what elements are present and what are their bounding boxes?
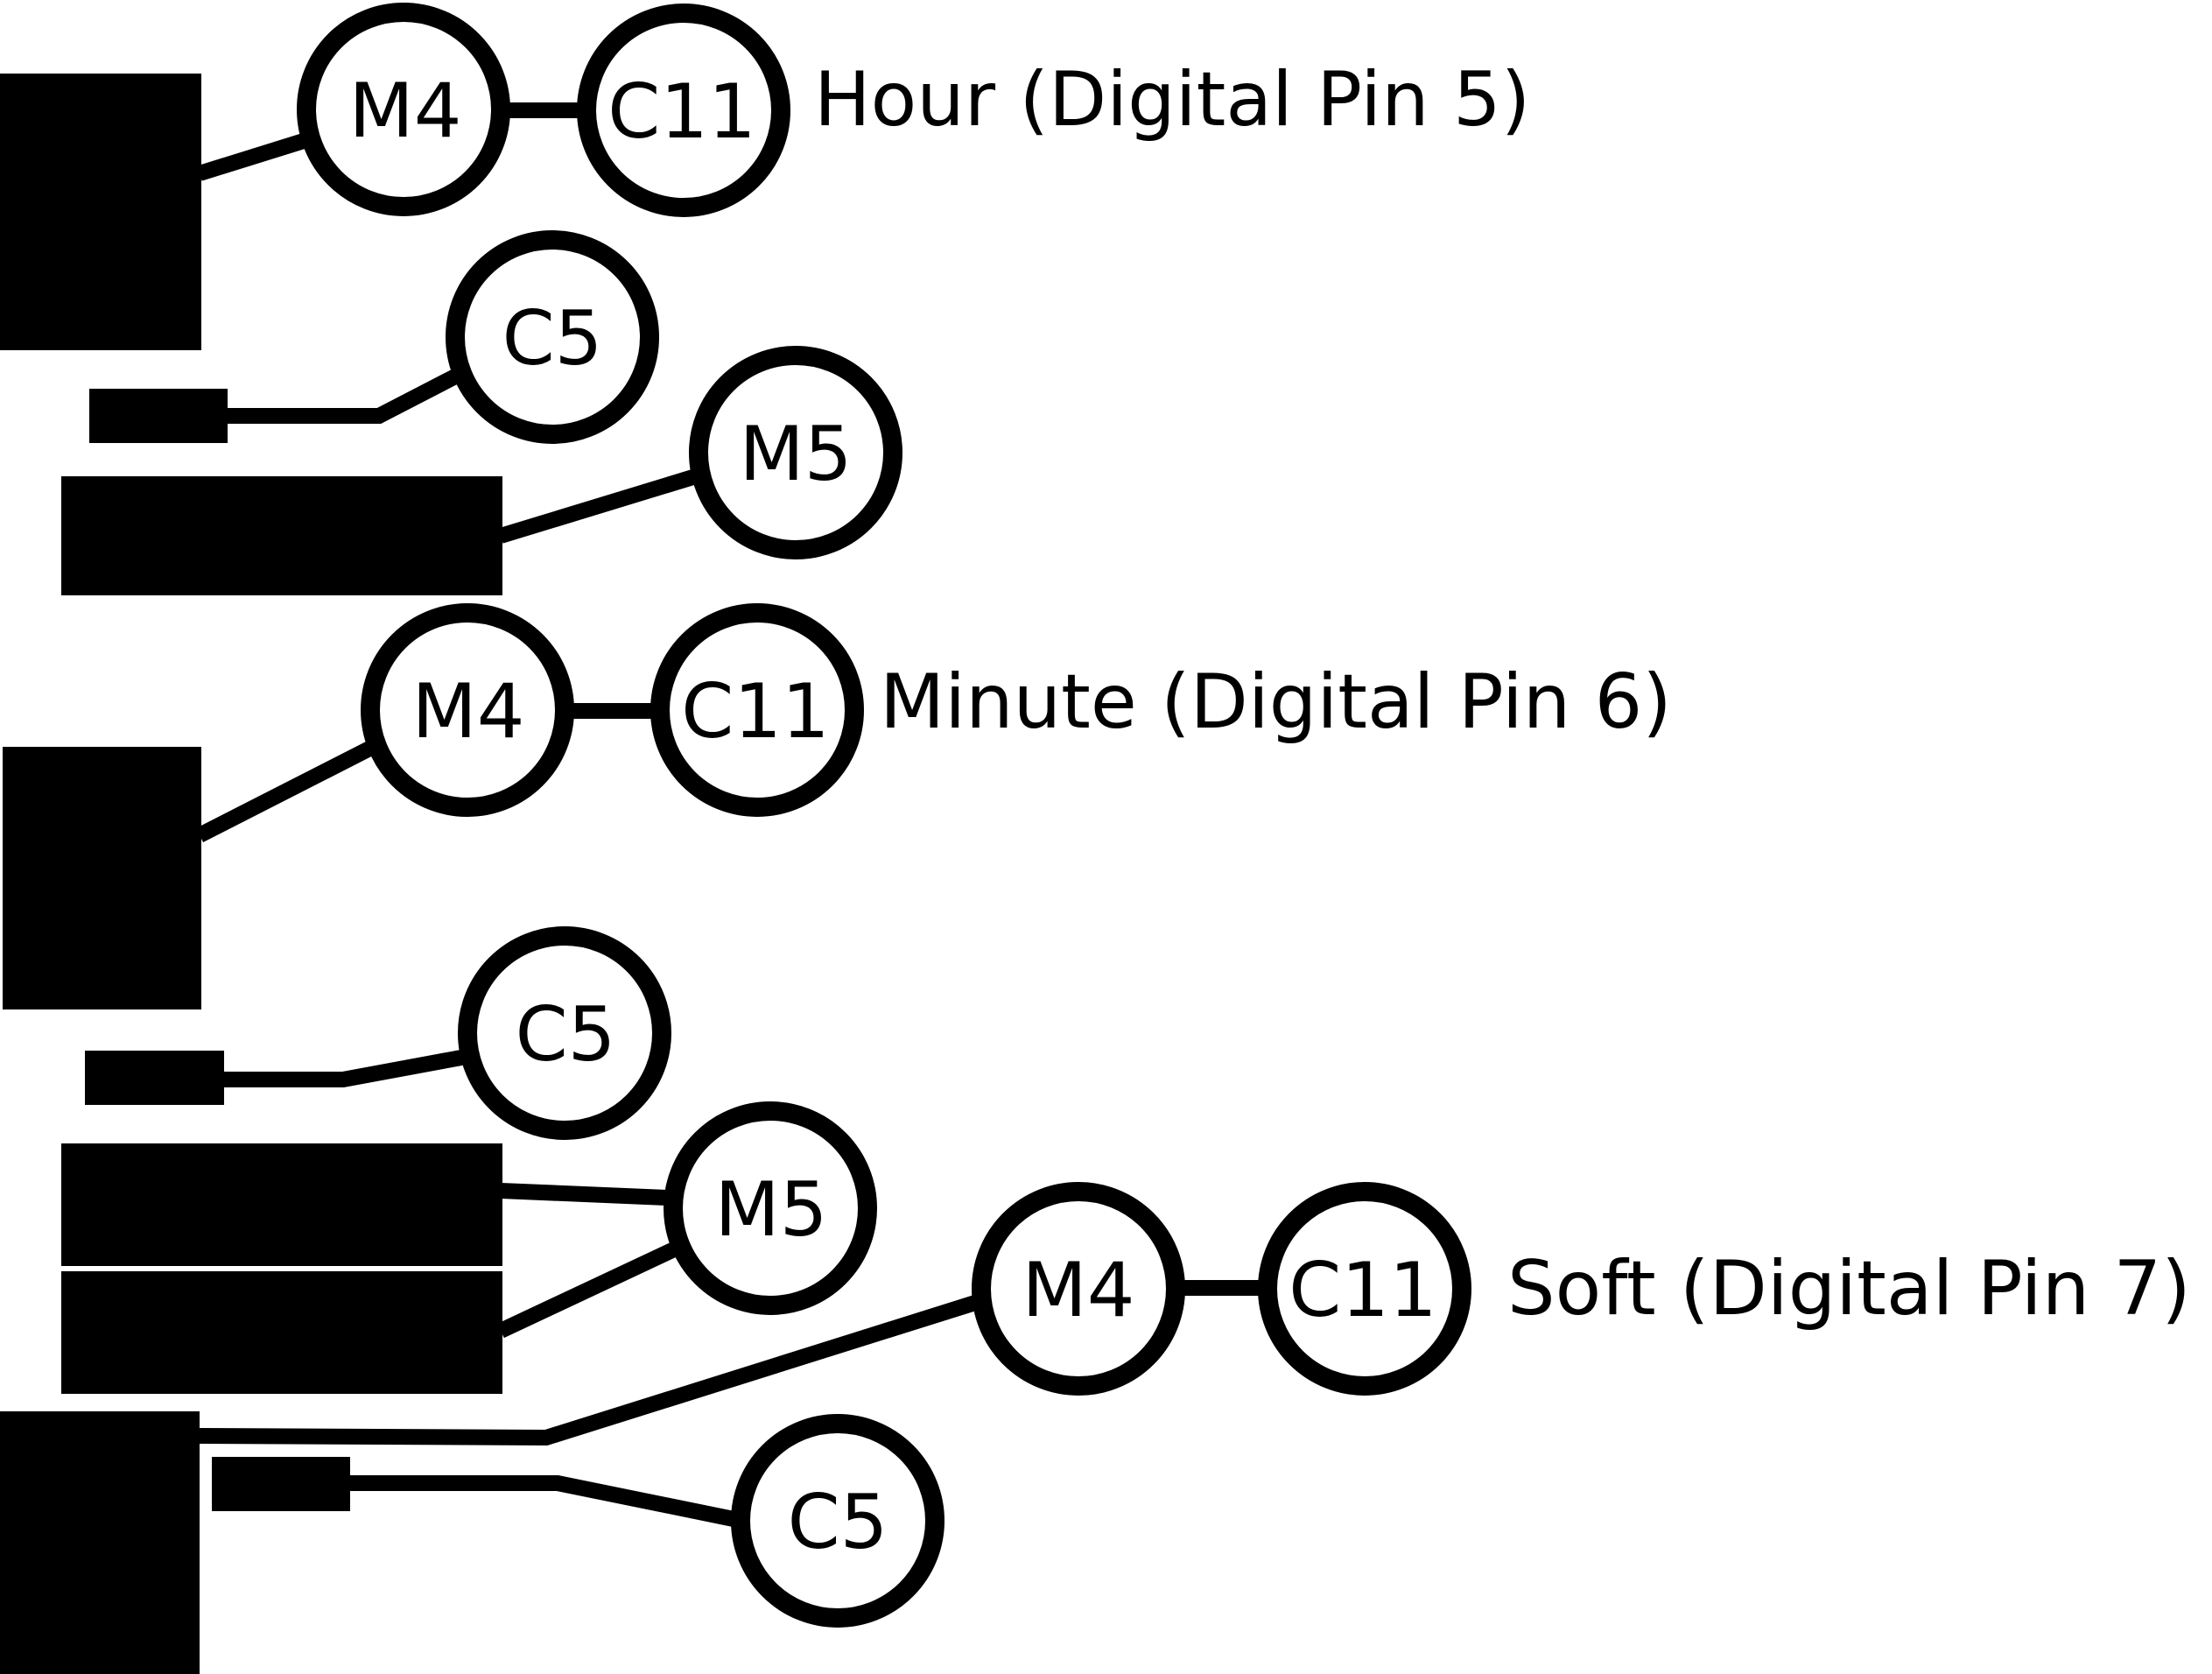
wire-minute-wide-lower-to-m5 bbox=[497, 1241, 678, 1339]
minute-pad-large bbox=[3, 747, 201, 1009]
hour-m5-label: M5 bbox=[740, 411, 853, 498]
soft-c5-circle bbox=[731, 1414, 944, 1628]
wire-soft-small-pad-to-c5 bbox=[348, 1475, 735, 1527]
hour-pin-label: Hour (Digital Pin 5) bbox=[814, 56, 1530, 144]
soft-pad-large bbox=[0, 1411, 200, 1674]
hour-c5-label: C5 bbox=[502, 295, 603, 383]
hour-pad-wide bbox=[61, 476, 502, 595]
hour-c5-circle bbox=[446, 230, 659, 444]
wire-minute-wide-upper-to-m5 bbox=[500, 1183, 668, 1206]
wire-minute-small-pad-to-c5 bbox=[222, 1050, 463, 1087]
minute-c11-circle bbox=[650, 603, 864, 817]
wires bbox=[195, 102, 1263, 1527]
soft-c5-label: C5 bbox=[788, 1479, 888, 1566]
hour-pad-large bbox=[0, 74, 201, 350]
soft-c11-circle bbox=[1258, 1182, 1471, 1396]
hour-m5-circle bbox=[689, 346, 902, 559]
minute-m4-label: M4 bbox=[412, 668, 525, 756]
minute-c5-circle bbox=[458, 926, 671, 1140]
hour-c11-circle bbox=[577, 4, 790, 217]
soft-m4-circle bbox=[972, 1182, 1185, 1396]
minute-m4-circle bbox=[361, 603, 574, 817]
soft-c11-label: C11 bbox=[1289, 1247, 1436, 1334]
wire-hour-wide-pad-to-m5 bbox=[498, 468, 699, 544]
wire-soft-pad-to-m4 bbox=[199, 1295, 978, 1446]
minute-c5-label: C5 bbox=[516, 991, 616, 1079]
minute-pin-label: Minute (Digital Pin 6) bbox=[880, 658, 1672, 746]
hour-m4-circle bbox=[297, 3, 510, 216]
hour-m4-label: M4 bbox=[349, 67, 462, 155]
wire-hour-small-pad-to-c5 bbox=[226, 369, 460, 424]
hour-pad-small bbox=[89, 389, 228, 443]
minute-pad-small bbox=[85, 1051, 224, 1105]
soft-m4-label: M4 bbox=[1022, 1247, 1135, 1334]
hour-c11-label: C11 bbox=[607, 68, 755, 156]
minute-m5-label: M5 bbox=[715, 1166, 828, 1254]
soft-pad-small bbox=[212, 1457, 350, 1511]
wire-hour-pad-to-m4 bbox=[197, 132, 309, 181]
soft-pin-label: Soft (Digital Pin 7) bbox=[1507, 1245, 2191, 1333]
minute-pad-wide-upper bbox=[61, 1143, 502, 1266]
minute-m5-circle bbox=[664, 1101, 877, 1315]
wire-minute-pad-to-m4 bbox=[195, 738, 379, 843]
minute-pad-wide-lower bbox=[61, 1271, 502, 1394]
minute-c11-label: C11 bbox=[681, 668, 829, 756]
